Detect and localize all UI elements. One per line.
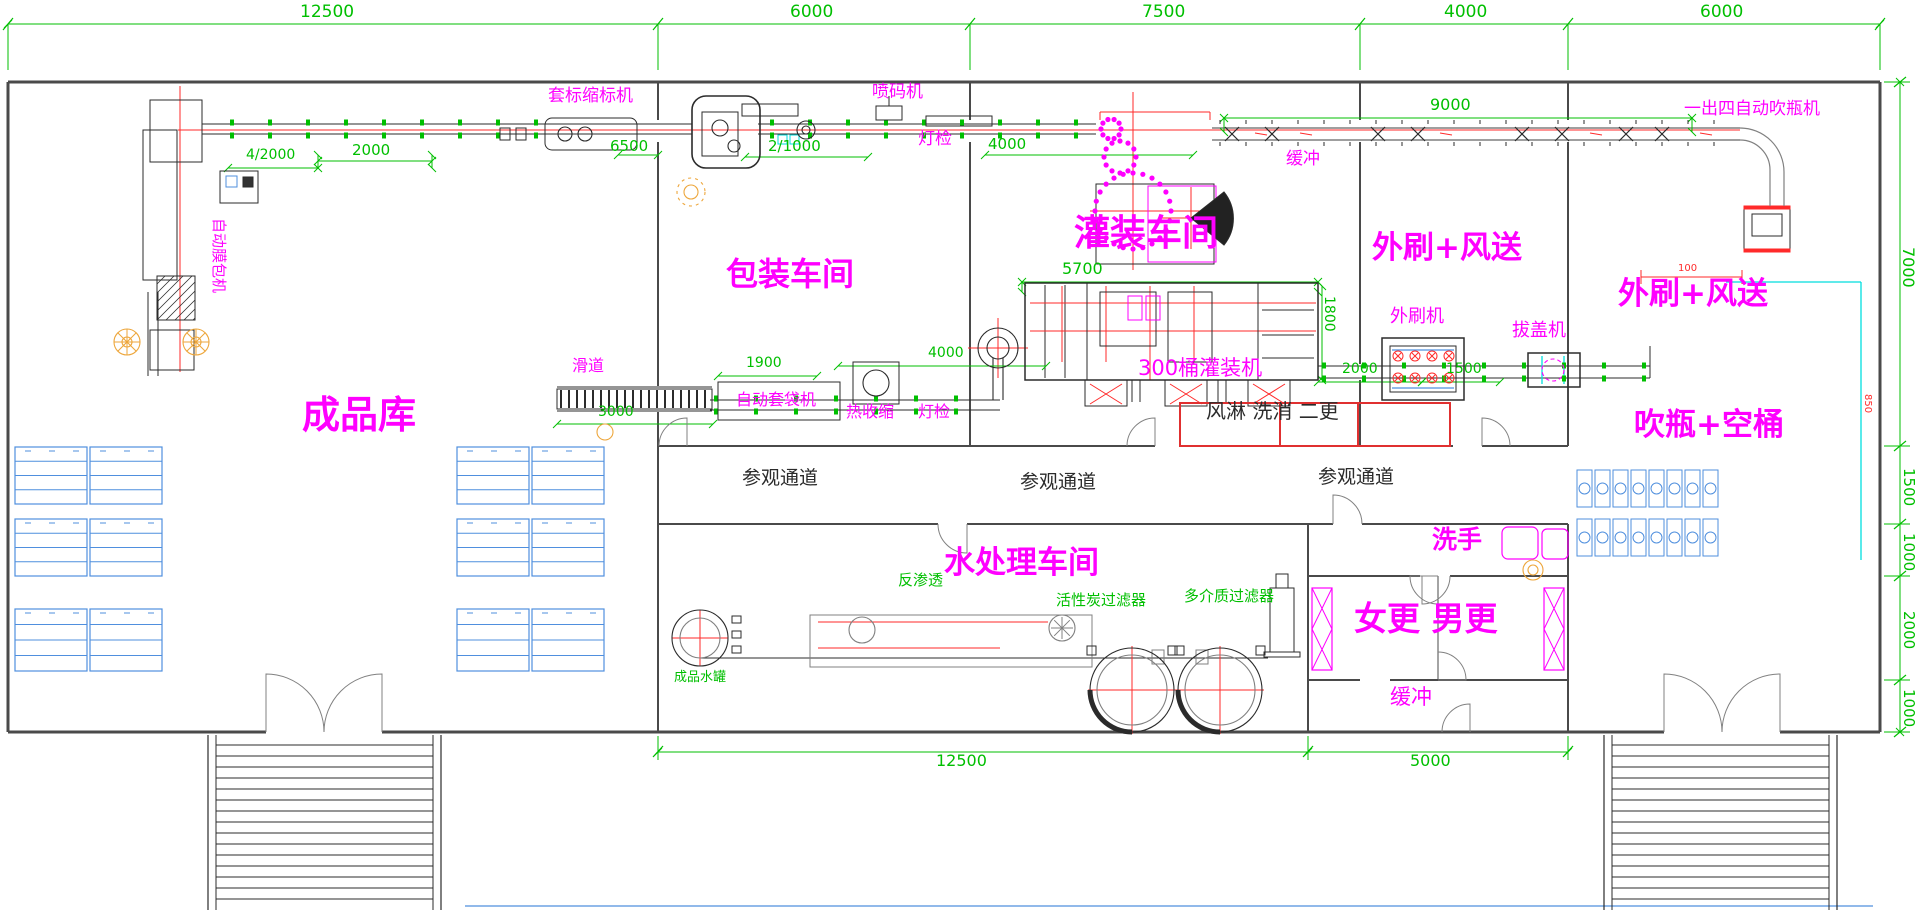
label-changing-rooms: 女更 男更: [1354, 599, 1498, 638]
label-sleeve-labeler: 套标缩标机: [548, 86, 633, 106]
label-slide: 滑道: [572, 356, 605, 375]
label-filling-hall: 灌装车间: [1074, 213, 1219, 254]
dim-right-1500: 1500: [1900, 468, 1918, 507]
dim-3000: 3000: [598, 404, 634, 420]
dim-red-850: 850: [1862, 394, 1873, 414]
dim-top-4000: 4000: [1444, 2, 1488, 22]
label-finished-water-tank: 成品水罐: [674, 670, 727, 685]
dim-bottom-5000: 5000: [1410, 751, 1451, 770]
label-water-treatment: 水处理车间: [944, 545, 1099, 581]
label-brush-airconv-2: 外刷+风送: [1618, 276, 1768, 312]
label-heat-shrink: 热收缩: [846, 402, 895, 421]
label-blow-empty-barrel: 吹瓶+空桶: [1634, 407, 1784, 443]
dim-right-1000b: 1000: [1900, 689, 1918, 728]
dim-right-1000a: 1000: [1900, 533, 1918, 572]
dim-1900: 1900: [746, 355, 782, 371]
label-cap-remover: 拔盖机: [1512, 320, 1566, 341]
label-lamp-check-1: 灯检: [918, 129, 952, 149]
label-auto-bagger: 自动套袋机: [736, 390, 817, 409]
dim-4000a: 4000: [988, 135, 1027, 153]
label-carbon-filter: 活性炭过滤器: [1056, 591, 1147, 609]
dim-bottom-12500: 12500: [936, 751, 987, 770]
label-visitor-corridor-2: 参观通道: [1020, 471, 1097, 493]
dim-2000a: 2000: [352, 141, 391, 159]
label-buffer-top: 缓冲: [1286, 149, 1320, 169]
dim-2-1000: 2/1000: [768, 137, 821, 155]
label-300-barrel-filler: 300桶灌装机: [1138, 356, 1263, 380]
label-lamp-check-2: 灯检: [918, 402, 951, 421]
label-finished-warehouse: 成品库: [302, 393, 417, 437]
dim-2000b: 2000: [1342, 361, 1378, 377]
dim-right-7000: 7000: [1899, 247, 1918, 288]
dim-top-12500: 12500: [300, 2, 355, 22]
dim-4000b: 4000: [928, 345, 964, 361]
label-airshower-room: 风淋 洗消 二更: [1206, 399, 1339, 423]
label-packing-hall: 包装车间: [726, 255, 855, 293]
label-blow-molder: 一出四自动吹瓶机: [1684, 99, 1820, 119]
dim-4-2000: 4/2000: [246, 147, 296, 163]
label-visitor-corridor-1: 参观通道: [742, 467, 819, 489]
label-inkjet-coder: 喷码机: [872, 82, 923, 102]
label-brush-airconv-1: 外刷+风送: [1372, 230, 1522, 266]
label-wash-hands: 洗手: [1432, 525, 1483, 554]
dim-red-100: 100: [1678, 263, 1698, 274]
dim-5700: 5700: [1062, 259, 1103, 278]
label-multimedia-filter: 多介质过滤器: [1184, 587, 1275, 605]
dim-1800: 1800: [1321, 296, 1337, 332]
label-auto-film-wrapper: 自动膜包机: [210, 218, 228, 294]
dim-1500b: 1500: [1446, 361, 1482, 377]
label-reverse-osmosis: 反渗透: [898, 571, 944, 589]
dim-top-6000b: 6000: [1700, 2, 1744, 22]
dim-top-7500: 7500: [1142, 2, 1186, 22]
label-buffer-bottom: 缓冲: [1390, 685, 1432, 709]
dim-top-6000a: 6000: [790, 2, 834, 22]
dim-9000: 9000: [1430, 95, 1471, 114]
dim-6500: 6500: [610, 137, 649, 155]
dim-right-2000: 2000: [1900, 611, 1918, 650]
label-visitor-corridor-3: 参观通道: [1318, 466, 1395, 488]
label-ext-brush-machine: 外刷机: [1390, 306, 1444, 327]
